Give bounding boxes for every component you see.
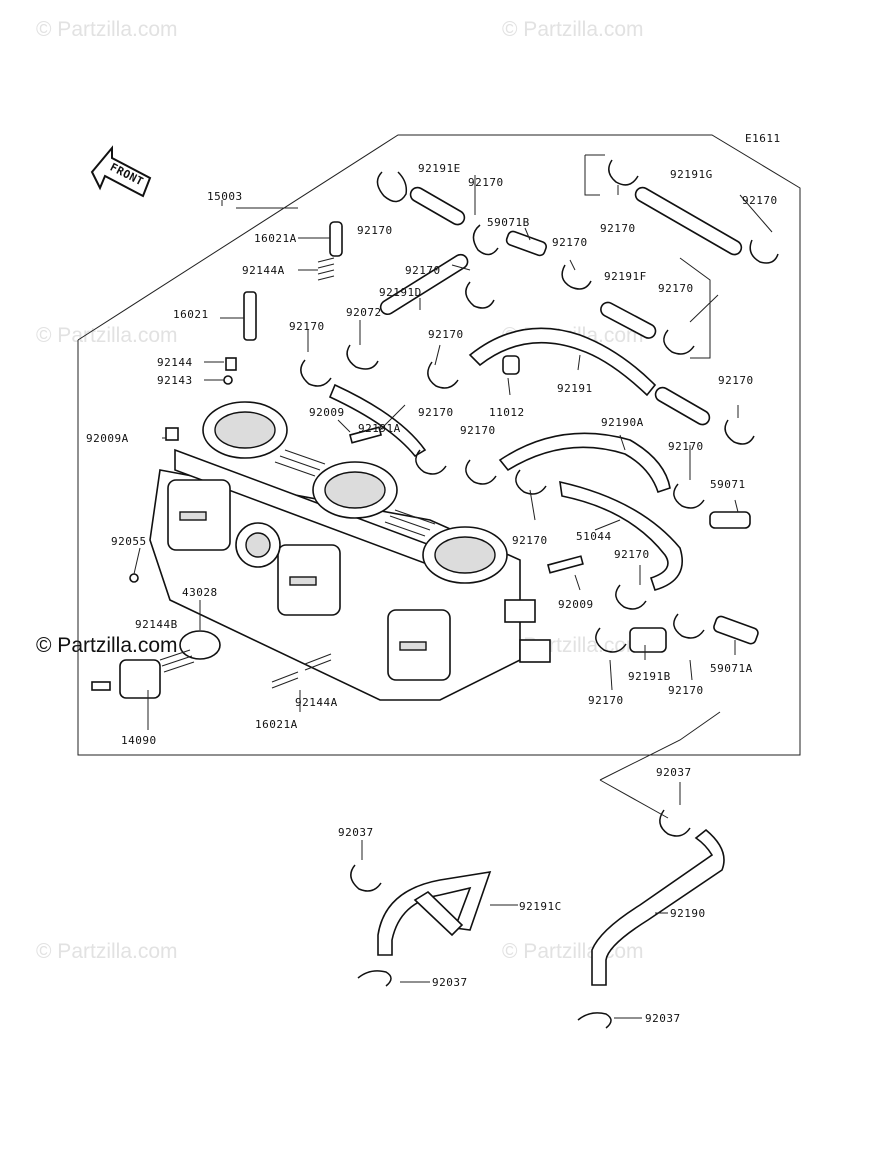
watermark: © Partzilla.com bbox=[36, 324, 178, 347]
part-label: 16021 bbox=[173, 308, 209, 321]
part-label: 92055 bbox=[111, 535, 147, 548]
part-label: 92170 bbox=[552, 236, 588, 249]
watermark: © Partzilla.com bbox=[36, 18, 178, 41]
watermark: © Partzilla.com bbox=[502, 18, 644, 41]
front-arrow: FRONT bbox=[90, 145, 152, 198]
left-small-parts bbox=[91, 221, 584, 699]
lower-parts bbox=[350, 809, 725, 1029]
part-label: 59071A bbox=[710, 662, 753, 675]
part-label: 92009A bbox=[86, 432, 129, 445]
part-label: 16021A bbox=[255, 718, 298, 731]
carburetor-body bbox=[149, 401, 551, 701]
part-label: 92170 bbox=[668, 684, 704, 697]
part-label: 92037 bbox=[432, 976, 468, 989]
diagram-code: E1611 bbox=[745, 132, 781, 145]
part-label: 92170 bbox=[357, 224, 393, 237]
part-label: 92170 bbox=[668, 440, 704, 453]
part-label: 92170 bbox=[614, 548, 650, 561]
part-label: 92170 bbox=[289, 320, 325, 333]
part-label: 92170 bbox=[468, 176, 504, 189]
part-label: 92170 bbox=[658, 282, 694, 295]
watermark: © Partzilla.com bbox=[36, 940, 178, 963]
part-label: 92191B bbox=[628, 670, 671, 683]
part-label: 16021A bbox=[254, 232, 297, 245]
part-label: 92144B bbox=[135, 618, 178, 631]
part-label: 92144A bbox=[242, 264, 285, 277]
part-label: 92170 bbox=[742, 194, 778, 207]
part-label: 92170 bbox=[405, 264, 441, 277]
part-label: 14090 bbox=[121, 734, 157, 747]
assembly-outline bbox=[77, 134, 801, 756]
leader-lines bbox=[133, 175, 773, 1019]
part-label: 92191C bbox=[519, 900, 562, 913]
watermark: © Partzilla.com bbox=[502, 940, 644, 963]
part-label: 92143 bbox=[157, 374, 193, 387]
part-label: 92037 bbox=[645, 1012, 681, 1025]
part-label: 92170 bbox=[428, 328, 464, 341]
part-label: 59071 bbox=[710, 478, 746, 491]
part-label: 92191D bbox=[379, 286, 422, 299]
part-label: 92191A bbox=[358, 422, 401, 435]
part-label: 92170 bbox=[588, 694, 624, 707]
part-label: 92170 bbox=[512, 534, 548, 547]
watermark: © Partzilla.com bbox=[36, 634, 178, 657]
part-label: 92170 bbox=[418, 406, 454, 419]
bracket-lines bbox=[584, 154, 721, 819]
part-label: 92191G bbox=[670, 168, 713, 181]
part-label: 92170 bbox=[460, 424, 496, 437]
part-label: 92037 bbox=[656, 766, 692, 779]
part-label: 92170 bbox=[600, 222, 636, 235]
part-label: 92190 bbox=[670, 907, 706, 920]
hoses-and-clips bbox=[300, 159, 779, 653]
part-label: 92009 bbox=[558, 598, 594, 611]
part-label: 92009 bbox=[309, 406, 345, 419]
part-label: 51044 bbox=[576, 530, 612, 543]
part-label: 92191E bbox=[418, 162, 461, 175]
part-label: 92072 bbox=[346, 306, 382, 319]
part-label: 15003 bbox=[207, 190, 243, 203]
part-label: 92191 bbox=[557, 382, 593, 395]
part-label: 43028 bbox=[182, 586, 218, 599]
part-label: 92144A bbox=[295, 696, 338, 709]
part-label: 11012 bbox=[489, 406, 525, 419]
part-label: 92190A bbox=[601, 416, 644, 429]
part-label: 92144 bbox=[157, 356, 193, 369]
part-labels: 15003 16021A 92144A 16021 92144 92143 92… bbox=[86, 162, 778, 1025]
part-label: 92037 bbox=[338, 826, 374, 839]
part-label: 92170 bbox=[718, 374, 754, 387]
part-label: 59071B bbox=[487, 216, 530, 229]
part-label: 92191F bbox=[604, 270, 647, 283]
